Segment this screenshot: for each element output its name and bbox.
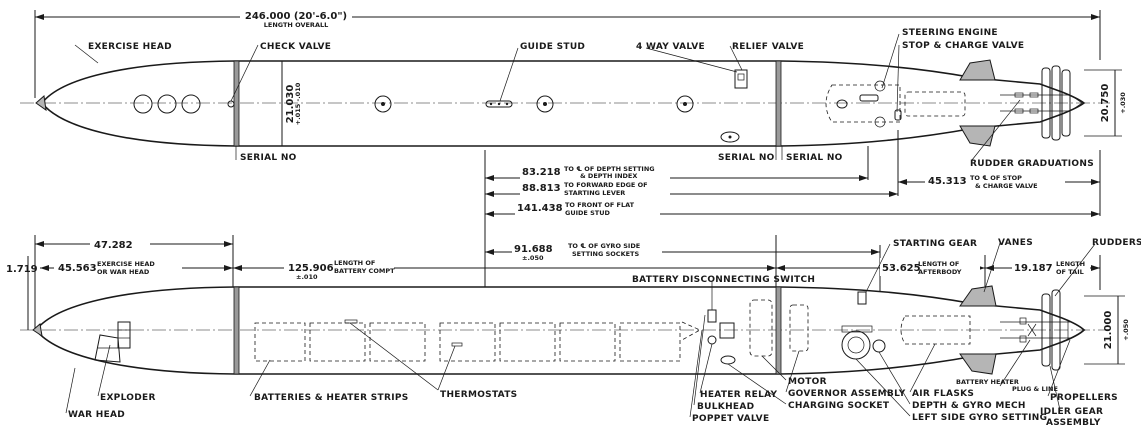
label-serial-no-1: SERIAL NO <box>240 153 297 163</box>
dim-gyro-text1: TO ℄ OF GYRO SIDE <box>568 242 640 250</box>
dim-afterbody-value: 53.625 <box>882 263 921 274</box>
top-hull-outline <box>40 60 1086 147</box>
label-stop-charge-valve: STOP & CHARGE VALVE <box>902 41 1024 51</box>
label-serial-no-3: SERIAL NO <box>786 153 843 163</box>
dim-depth-setting-value: 83.218 <box>522 167 561 178</box>
top-leaders <box>74 33 1021 161</box>
dim-head-value: 47.282 <box>94 240 133 251</box>
dim-stop-value: 45.313 <box>928 176 967 187</box>
label-batteries-heater-strips: BATTERIES & HEATER STRIPS <box>254 393 409 403</box>
bottom-dimensions: 47.282 1.719 45.563 EXERCISE HEAD OR WAR… <box>6 235 1101 345</box>
guide-stud <box>485 100 513 108</box>
nose-cap <box>35 95 47 112</box>
dim-exercise-head-text2: OR WAR HEAD <box>97 268 150 276</box>
head-port-3 <box>181 94 201 114</box>
overall-length-dimension: 246.000 (20'-6.0") LENGTH OVERALL <box>34 8 1101 98</box>
dim-battery-text1: LENGTH OF <box>334 259 375 267</box>
label-check-valve: CHECK VALVE <box>260 42 331 52</box>
head-port-1 <box>133 94 153 114</box>
label-exploder: EXPLODER <box>100 393 156 403</box>
dim-battery-value: 125.906 <box>288 263 334 274</box>
label-starting-gear: STARTING GEAR <box>893 239 977 249</box>
dim-stop-text2: & CHARGE VALVE <box>975 182 1038 190</box>
label-plug-line: PLUG & LINE <box>1012 385 1058 393</box>
label-poppet-valve: POPPET VALVE <box>692 414 769 424</box>
label-battery-disconnecting-switch: BATTERY DISCONNECTING SWITCH <box>632 275 815 285</box>
dim-depth-setting-text2: & DEPTH INDEX <box>580 172 637 180</box>
dim-afterbody-text1: LENGTH OF <box>918 260 959 268</box>
label-serial-no-2: SERIAL NO <box>718 153 775 163</box>
dim-guide-stud-text1: TO FRONT OF FLAT <box>565 201 635 209</box>
dim-starting-lever-text2: STARTING LEVER <box>564 189 625 197</box>
dim-starting-lever-text1: TO FORWARD EDGE OF <box>564 181 648 189</box>
top-joint-band-1 <box>233 60 240 147</box>
dim-gyro-tolerance: ±.050 <box>522 254 544 262</box>
dim-depth-setting-text1: TO ℄ OF DEPTH SETTING <box>564 165 655 173</box>
bottom-diameter-value: 21.000 <box>1103 311 1114 350</box>
label-steering-engine: STEERING ENGINE <box>902 28 998 38</box>
dim-battery-tolerance: ±.010 <box>296 273 318 281</box>
label-motor: MOTOR <box>788 377 827 387</box>
tail-diameter-value: 20.750 <box>1100 84 1111 123</box>
label-idler-gear: IDLER GEAR <box>1040 407 1103 417</box>
label-rudders: RUDDERS <box>1092 238 1141 248</box>
head-port-2 <box>157 94 177 114</box>
label-depth-gyro-mech: DEPTH & GYRO MECH <box>912 401 1026 411</box>
bottom-diameter-tolerance: +.050 <box>1122 319 1130 341</box>
overall-length-caption: LENGTH OVERALL <box>264 21 329 29</box>
dim-gyro-text2: SETTING SOCKETS <box>572 250 639 258</box>
top-diameter-value: 21.030 <box>285 85 296 124</box>
four-way-valve <box>734 69 748 89</box>
torpedo-bottom-view: 21.000 +.050 <box>20 285 1130 375</box>
label-air-flasks: AIR FLASKS <box>912 389 974 399</box>
label-exercise-head: EXERCISE HEAD <box>88 42 172 52</box>
dim-battery-text2: BATTERY COMPT <box>334 267 395 275</box>
dim-afterbody-text2: AFTERBODY <box>918 268 962 276</box>
dim-tail-text1: LENGTH <box>1056 260 1085 268</box>
dim-guide-stud-value: 141.438 <box>517 203 563 214</box>
label-four-way-valve: 4 WAY VALVE <box>636 42 705 52</box>
label-thermostats: THERMOSTATS <box>440 390 517 400</box>
dim-guide-stud-text2: GUIDE STUD <box>565 209 611 217</box>
overall-length-value: 246.000 (20'-6.0") <box>245 11 347 22</box>
label-war-head: WAR HEAD <box>68 410 125 420</box>
label-left-side-gyro-setting: LEFT SIDE GYRO SETTING <box>912 413 1047 423</box>
dim-tail-value: 19.187 <box>1014 263 1053 274</box>
dim-tail-text2: OF TAIL <box>1056 268 1084 276</box>
label-heater-relay: HEATER RELAY <box>700 390 778 400</box>
label-propellers: PROPELLERS <box>1050 393 1118 403</box>
dim-gyro-value: 91.688 <box>514 244 553 255</box>
label-relief-valve: RELIEF VALVE <box>732 42 804 52</box>
label-charging-socket: CHARGING SOCKET <box>788 401 890 411</box>
label-rudder-graduations: RUDDER GRADUATIONS <box>970 159 1094 169</box>
label-battery-heater: BATTERY HEATER <box>956 378 1019 386</box>
top-tail-fin-upper <box>959 59 996 81</box>
top-diameter-tolerance: +.015 -.010 <box>294 82 302 125</box>
label-idler-gear-assembly: ASSEMBLY <box>1046 418 1101 428</box>
dim-exercise-head-value: 45.563 <box>58 263 97 274</box>
top-dimensions: 83.218 TO ℄ OF DEPTH SETTING & DEPTH IND… <box>484 130 1101 290</box>
dim-nose-value: 1.719 <box>6 264 38 275</box>
dim-exercise-head-text1: EXERCISE HEAD <box>97 260 155 268</box>
torpedo-top-view: 21.030 +.015 -.010 20.750 +.030 <box>20 59 1127 147</box>
top-joint-band-2 <box>775 60 782 147</box>
dim-stop-text1: TO ℄ OF STOP <box>970 174 1022 182</box>
label-governor-assembly: GOVERNOR ASSEMBLY <box>788 389 906 399</box>
top-tail-fin-lower <box>959 125 996 147</box>
label-bulkhead: BULKHEAD <box>697 402 754 412</box>
tail-diameter-tolerance: +.030 <box>1119 92 1127 114</box>
label-guide-stud: GUIDE STUD <box>520 42 585 52</box>
label-vanes: VANES <box>998 238 1033 248</box>
bottom-leaders <box>65 242 1096 418</box>
dim-starting-lever-value: 88.813 <box>522 183 561 194</box>
